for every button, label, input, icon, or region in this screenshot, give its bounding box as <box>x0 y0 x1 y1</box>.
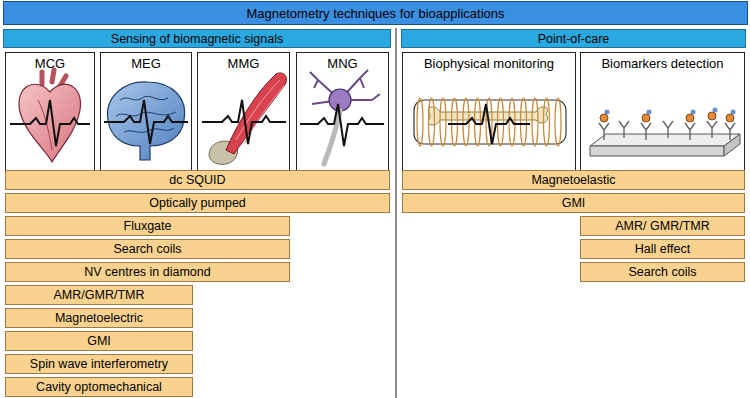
technique-label: Hall effect <box>635 242 690 256</box>
technique-label: AMR/GMR/TMR <box>54 288 145 302</box>
brain-icon <box>104 82 188 160</box>
technique-label: Optically pumped <box>149 196 246 210</box>
technique-label: GMI <box>562 196 586 210</box>
divider-line <box>395 28 396 398</box>
technique-bar: Spin wave interferometry <box>5 354 193 374</box>
technique-bar: NV centres in diamond <box>5 262 290 282</box>
application-panel: Biophysical monitoring <box>402 52 576 172</box>
neuron-icon <box>300 70 384 164</box>
panel-label: MEG <box>131 56 161 71</box>
biosensor-icon <box>590 108 740 157</box>
title-text: Magnetometry techniques for bioapplicati… <box>247 6 505 21</box>
technique-label: Point-of-care <box>538 32 610 46</box>
technique-label: GMI <box>87 334 111 348</box>
title-bar: Magnetometry techniques for bioapplicati… <box>3 1 748 25</box>
technique-label: dc SQUID <box>169 173 225 187</box>
bone-coil-icon <box>414 98 566 146</box>
technique-label: Sensing of biomagnetic signals <box>111 32 283 46</box>
technique-label: Spin wave interferometry <box>30 357 168 371</box>
technique-label: AMR/ GMR/TMR <box>615 219 709 233</box>
technique-bar: Hall effect <box>580 239 745 259</box>
muscle-icon <box>202 73 286 164</box>
technique-label: Magnetoelastic <box>531 173 615 187</box>
technique-bar: Fluxgate <box>5 216 290 236</box>
application-panel: MCG <box>5 52 95 172</box>
panel-label: MCG <box>35 56 65 71</box>
technique-label: Search coils <box>113 242 181 256</box>
section-header: Sensing of biomagnetic signals <box>3 29 391 48</box>
technique-bar: Magnetoelectric <box>5 308 193 328</box>
technique-label: Search coils <box>628 265 696 279</box>
technique-bar: Search coils <box>5 239 290 259</box>
heart-icon <box>10 70 90 162</box>
technique-label: NV centres in diamond <box>84 265 210 279</box>
panel-label: MMG <box>228 56 260 71</box>
technique-bar: dc SQUID <box>5 170 390 190</box>
technique-bar: AMR/ GMR/TMR <box>580 216 745 236</box>
technique-label: Cavity optomechanical <box>36 380 162 394</box>
application-panel: MNG <box>296 52 389 172</box>
application-panel: Biomarkers detection <box>580 52 745 172</box>
application-panel: MMG <box>197 52 290 172</box>
section-header: Point-of-care <box>401 29 746 48</box>
technique-bar: Cavity optomechanical <box>5 377 193 397</box>
technique-label: Fluxgate <box>124 219 172 233</box>
technique-bar: GMI <box>5 331 193 351</box>
panel-label: Biophysical monitoring <box>424 56 554 71</box>
technique-bar: Optically pumped <box>5 193 390 213</box>
technique-bar: Magnetoelastic <box>402 170 745 190</box>
technique-bar: Search coils <box>580 262 745 282</box>
panel-label: Biomarkers detection <box>601 56 723 71</box>
technique-label: Magnetoelectric <box>55 311 143 325</box>
panel-label: MNG <box>327 56 357 71</box>
technique-bar: GMI <box>402 193 745 213</box>
application-panel: MEG <box>100 52 192 172</box>
technique-bar: AMR/GMR/TMR <box>5 285 193 305</box>
